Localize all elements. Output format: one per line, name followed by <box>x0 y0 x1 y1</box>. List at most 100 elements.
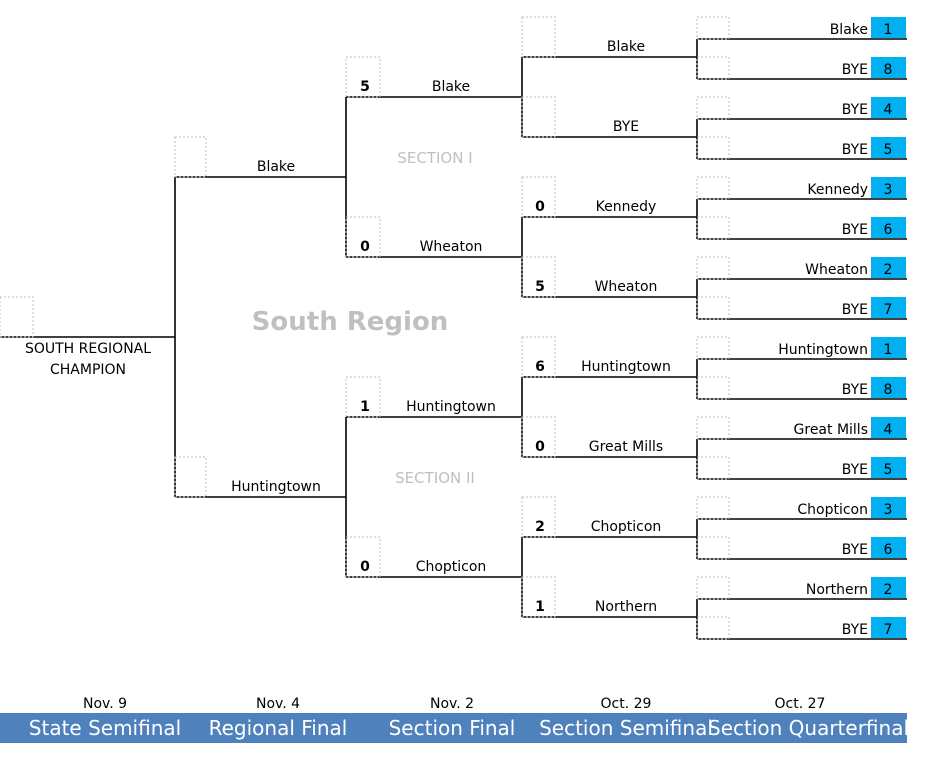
section-final-team-name: Blake <box>432 79 470 95</box>
sf-team-name: Wheaton <box>595 279 658 295</box>
qf-team-name: BYE <box>842 302 868 318</box>
seed-number: 1 <box>884 342 893 358</box>
sf-team-name: Chopticon <box>591 519 662 535</box>
seed-number: 2 <box>884 582 893 598</box>
sf-score: 2 <box>535 519 545 535</box>
qf-score-box <box>696 176 730 200</box>
round-name-regional-final: Regional Final <box>208 716 348 740</box>
sf-score-box <box>521 576 556 618</box>
qf-team-name: Northern <box>806 582 868 598</box>
sf-score-box <box>521 96 556 138</box>
seed-box <box>871 617 906 638</box>
seed-number: 5 <box>884 462 893 478</box>
qf-score-box <box>696 456 730 480</box>
champion-label-line-2: CHAMPION <box>50 362 126 378</box>
seed-box <box>871 57 906 78</box>
sf-score-box <box>521 416 556 458</box>
sf-score-box <box>521 16 556 58</box>
regional-final-score-box <box>174 456 207 498</box>
seed-box <box>871 497 906 518</box>
qf-team-name: Huntingtown <box>778 342 868 358</box>
qf-score-box <box>696 216 730 240</box>
seed-number: 4 <box>884 422 893 438</box>
sf-score: 5 <box>535 279 545 295</box>
seed-number: 3 <box>884 502 893 518</box>
qf-score-box <box>696 136 730 160</box>
qf-team-name: BYE <box>842 622 868 638</box>
seed-box <box>871 257 906 278</box>
seed-box <box>871 17 906 38</box>
section-final-score: 5 <box>360 79 370 95</box>
qf-team-name: BYE <box>842 382 868 398</box>
seed-box <box>871 577 906 598</box>
sf-score: 0 <box>535 439 545 455</box>
seed-box <box>871 137 906 158</box>
qf-score-box <box>696 496 730 520</box>
seed-number: 1 <box>884 22 893 38</box>
qf-score-box <box>696 336 730 360</box>
seed-number: 7 <box>884 622 893 638</box>
seed-number: 6 <box>884 222 893 238</box>
round-date-section-quarterfinal: Oct. 27 <box>774 696 826 712</box>
section-final-score-box <box>345 536 381 578</box>
round-name-state-semifinal: State Semifinal <box>28 716 182 740</box>
sf-score: 0 <box>535 199 545 215</box>
seed-box <box>871 217 906 238</box>
seed-box <box>871 177 906 198</box>
regional-final-team-name: Blake <box>257 159 295 175</box>
section-final-score-box <box>345 376 381 418</box>
qf-score-box <box>696 16 730 40</box>
sf-team-name: Blake <box>607 39 645 55</box>
qf-team-name: BYE <box>842 542 868 558</box>
seed-number: 4 <box>884 102 893 118</box>
round-date-regional-final: Nov. 4 <box>255 696 301 712</box>
round-name-section-final: Section Final <box>388 716 516 740</box>
round-name-section-semifinal: Section Semifinal <box>539 716 713 740</box>
qf-team-name: Blake <box>830 22 868 38</box>
seed-number: 5 <box>884 142 893 158</box>
seed-box <box>871 457 906 478</box>
regional-final-score-box <box>174 136 207 178</box>
sf-score: 6 <box>535 359 545 375</box>
sf-team-name: Kennedy <box>596 199 657 215</box>
qf-team-name: BYE <box>842 222 868 238</box>
sf-team-name: BYE <box>613 119 639 135</box>
qf-score-box <box>696 296 730 320</box>
qf-score-box <box>696 56 730 80</box>
qf-team-name: Great Mills <box>794 422 868 438</box>
seed-box <box>871 337 906 358</box>
qf-team-name: Kennedy <box>807 182 868 198</box>
score-boxes <box>0 16 906 640</box>
round-footer-bar <box>0 713 907 743</box>
section-final-score: 0 <box>360 559 370 575</box>
section-final-score-box <box>345 216 381 258</box>
seed-number: 6 <box>884 542 893 558</box>
bracket-lines <box>0 38 907 640</box>
round-date-state-semifinal: Nov. 9 <box>82 696 128 712</box>
section-final-team-name: Chopticon <box>416 559 487 575</box>
qf-score-box <box>696 536 730 560</box>
qf-team-name: BYE <box>842 62 868 78</box>
section-1-label: SECTION I <box>397 149 472 167</box>
qf-team-name: BYE <box>842 462 868 478</box>
qf-team-name: Chopticon <box>797 502 868 518</box>
sf-team-name: Huntingtown <box>581 359 671 375</box>
section-final-score: 1 <box>360 399 370 415</box>
seed-number: 3 <box>884 182 893 198</box>
seed-number: 2 <box>884 262 893 278</box>
section-2-label: SECTION II <box>395 469 475 487</box>
seed-number: 8 <box>884 382 893 398</box>
qf-team-name: BYE <box>842 142 868 158</box>
qf-score-box <box>696 616 730 640</box>
sf-score-box <box>521 256 556 298</box>
round-name-section-quarterfinal: Section Quarterfinal <box>708 716 910 740</box>
section-final-team-name: Wheaton <box>420 239 483 255</box>
seed-box <box>871 537 906 558</box>
sf-score-box <box>521 336 556 378</box>
seed-number: 7 <box>884 302 893 318</box>
qf-score-box <box>696 96 730 120</box>
round-date-section-final: Nov. 2 <box>429 696 475 712</box>
champion-score-box <box>0 296 34 338</box>
sf-score: 1 <box>535 599 545 615</box>
